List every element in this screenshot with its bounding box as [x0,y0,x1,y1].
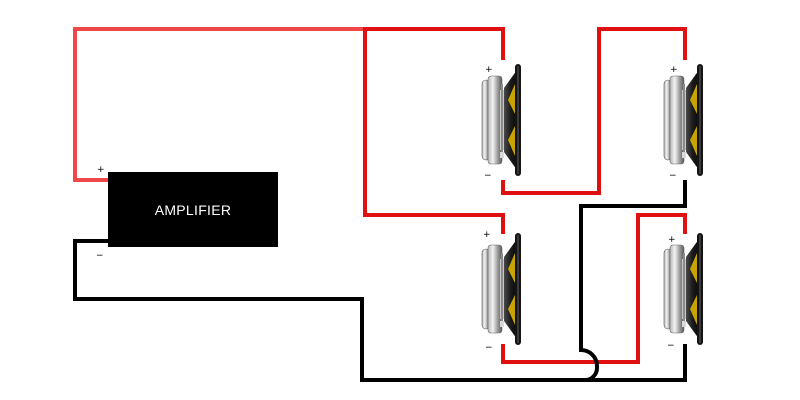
speaker-4-plus-label: + [668,235,676,245]
speaker-4 [663,232,704,346]
speaker-2 [663,63,704,177]
amplifier: AMPLIFIER + − [96,165,278,261]
positive-wire-amp-to-bus [73,27,367,182]
amplifier-box [108,172,278,247]
negative-wire-amp-to-speaker-4 [73,239,687,382]
amplifier-minus-terminal-label: − [96,251,104,261]
speaker-1-plus-label: + [485,65,493,75]
speaker-1-minus-label: − [484,171,492,181]
speaker-3-plus-label: + [483,230,491,240]
speaker-2-plus-label: + [670,65,678,75]
amplifier-label: AMPLIFIER [155,202,232,218]
positive-wire-speaker-3-to-speaker-4 [501,213,687,364]
negative-wire-speaker-2-to-speaker-4 [579,180,687,383]
positive-wiring [73,27,687,364]
speaker-4-minus-label: − [667,341,675,351]
positive-wire-to-speaker-3 [363,27,505,234]
speaker-2-minus-label: − [669,171,677,181]
speaker-1 [481,63,522,177]
speaker-3 [481,232,522,346]
amplifier-plus-terminal-label: + [97,165,105,175]
speaker-3-minus-label: − [485,343,493,353]
negative-wiring [73,180,687,383]
positive-wire-speaker-1-to-speaker-2 [501,27,687,195]
positive-wire-to-speaker-1 [363,27,505,60]
